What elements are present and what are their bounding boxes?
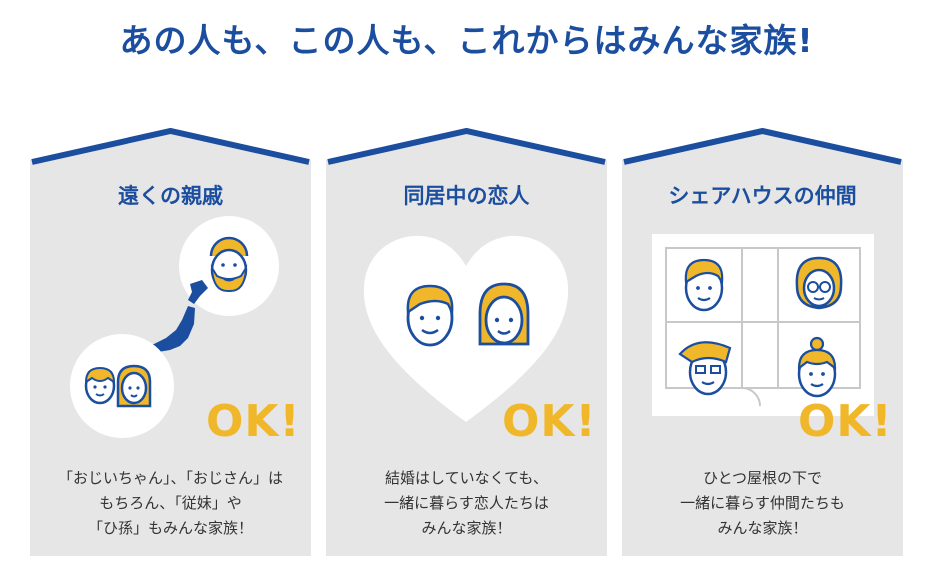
man-face-icon bbox=[684, 258, 724, 312]
ok-label: OK! bbox=[502, 396, 597, 447]
card-live-in-partner: 同居中の恋人 OK! 結婚はしていなくても、 一緒に暮らす恋人たちは みんな家族… bbox=[326, 124, 607, 556]
card-share-house: シェアハウスの仲間 bbox=[622, 124, 903, 556]
floorplan-icon bbox=[665, 247, 861, 407]
heart-icon bbox=[363, 235, 569, 422]
glasses-man-face-icon bbox=[678, 341, 732, 396]
desc-line: 一緒に暮らす仲間たちも bbox=[680, 494, 845, 512]
desc-line: 「おじいちゃん」、「おじさん」は bbox=[57, 469, 283, 487]
ok-label: OK! bbox=[798, 396, 893, 447]
desc-line: 結婚はしていなくても、 bbox=[385, 469, 548, 487]
desc-line: みんな家族！ bbox=[421, 519, 512, 537]
card-title: シェアハウスの仲間 bbox=[668, 184, 857, 208]
card-title: 遠くの親戚 bbox=[118, 184, 223, 208]
card-description: ひとつ屋根の下で 一緒に暮らす仲間たちも みんな家族！ bbox=[622, 466, 903, 541]
couple-illustration bbox=[363, 235, 569, 422]
bun-woman-face-icon bbox=[797, 336, 837, 398]
woman-face-icon bbox=[116, 364, 152, 408]
card-description: 「おじいちゃん」、「おじさん」は もちろん、「従妹」や 「ひ孫」もみんな家族！ bbox=[30, 466, 311, 541]
desc-line: 「ひ孫」もみんな家族！ bbox=[87, 519, 253, 537]
elder-woman-face-icon bbox=[795, 256, 843, 310]
card-title: 同居中の恋人 bbox=[403, 184, 530, 208]
woman-face-icon bbox=[478, 282, 530, 346]
page-headline: あの人も、この人も、これからはみんな家族! bbox=[119, 21, 814, 60]
desc-line: みんな家族！ bbox=[717, 519, 808, 537]
floorplan-illustration bbox=[652, 234, 874, 416]
desc-line: ひとつ屋根の下で bbox=[703, 469, 822, 487]
card-description: 結婚はしていなくても、 一緒に暮らす恋人たちは みんな家族！ bbox=[326, 466, 607, 541]
ok-label: OK! bbox=[206, 396, 301, 447]
japan-map-illustration bbox=[70, 216, 279, 438]
man-face-icon bbox=[406, 284, 454, 347]
grandpa-face-icon bbox=[209, 236, 249, 293]
desc-line: もちろん、「従妹」や bbox=[99, 494, 242, 512]
card-distant-relatives: 遠くの親戚 bbox=[30, 124, 311, 556]
child-face-icon bbox=[84, 366, 116, 405]
desc-line: 一緒に暮らす恋人たちは bbox=[384, 494, 549, 512]
